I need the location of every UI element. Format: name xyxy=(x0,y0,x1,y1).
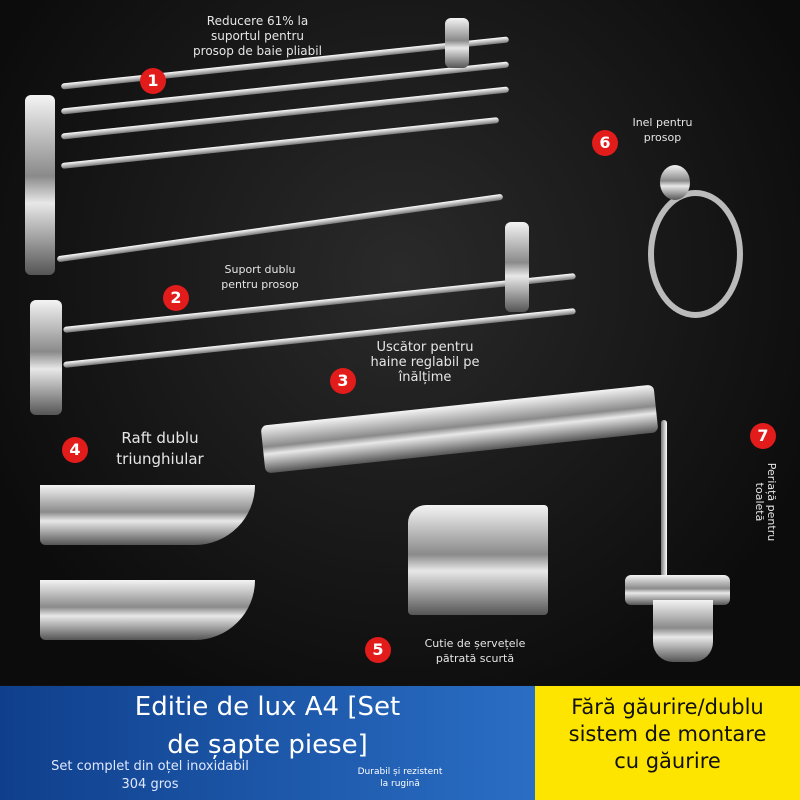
banner-subtitle-line1: Set complet din oțel inoxidabil xyxy=(51,759,249,774)
label-4: Raft dublu triunghiular xyxy=(116,429,204,468)
corner-shelf-bottom-image xyxy=(40,580,255,640)
towel-ring-image xyxy=(648,190,743,318)
yellow-line2: sistem de montare xyxy=(568,722,767,746)
label-3: Uscător pentru haine reglabil pe înălțim… xyxy=(370,340,480,385)
badge-4: 4 xyxy=(62,437,88,463)
label-2: Suport dublu pentru prosop xyxy=(221,263,299,291)
tissue-box-image xyxy=(408,505,548,615)
corner-shelf-top-image xyxy=(40,485,255,545)
banner-title-line1: Editie de lux A4 [Set xyxy=(134,692,401,722)
badge-7: 7 xyxy=(750,423,776,449)
badge-1: 1 xyxy=(140,68,166,94)
banner-subtitle-line2: 304 gros xyxy=(121,777,179,792)
badge-5: 5 xyxy=(365,637,391,663)
badge-2: 2 xyxy=(163,285,189,311)
yellow-banner: Fără găurire/dublu sistem de montare cu … xyxy=(535,686,800,800)
product-showcase: 1 Reducere 61% la suportul pentru prosop… xyxy=(0,0,800,685)
badge-3: 3 xyxy=(330,368,356,394)
coat-hook-rail-image xyxy=(260,384,659,474)
banner-note-line1: Durabil și rezistent xyxy=(357,767,443,777)
label-1: Reducere 61% la suportul pentru prosop d… xyxy=(193,14,322,58)
banner-note-line2: la rugină xyxy=(380,779,420,789)
label-7: Periață pentru toaletă xyxy=(753,462,778,542)
label-6: Inel pentru prosop xyxy=(632,116,693,144)
banner-title-line2: de șapte piese] xyxy=(167,730,368,760)
yellow-line3: cu găurire xyxy=(614,749,721,773)
badge-6: 6 xyxy=(592,130,618,156)
label-5: Cutie de șervețele pătrată scurtă xyxy=(424,637,526,665)
blue-banner: Editie de lux A4 [Set de șapte piese] Se… xyxy=(0,686,535,800)
yellow-line1: Fără găurire/dublu xyxy=(571,695,764,719)
